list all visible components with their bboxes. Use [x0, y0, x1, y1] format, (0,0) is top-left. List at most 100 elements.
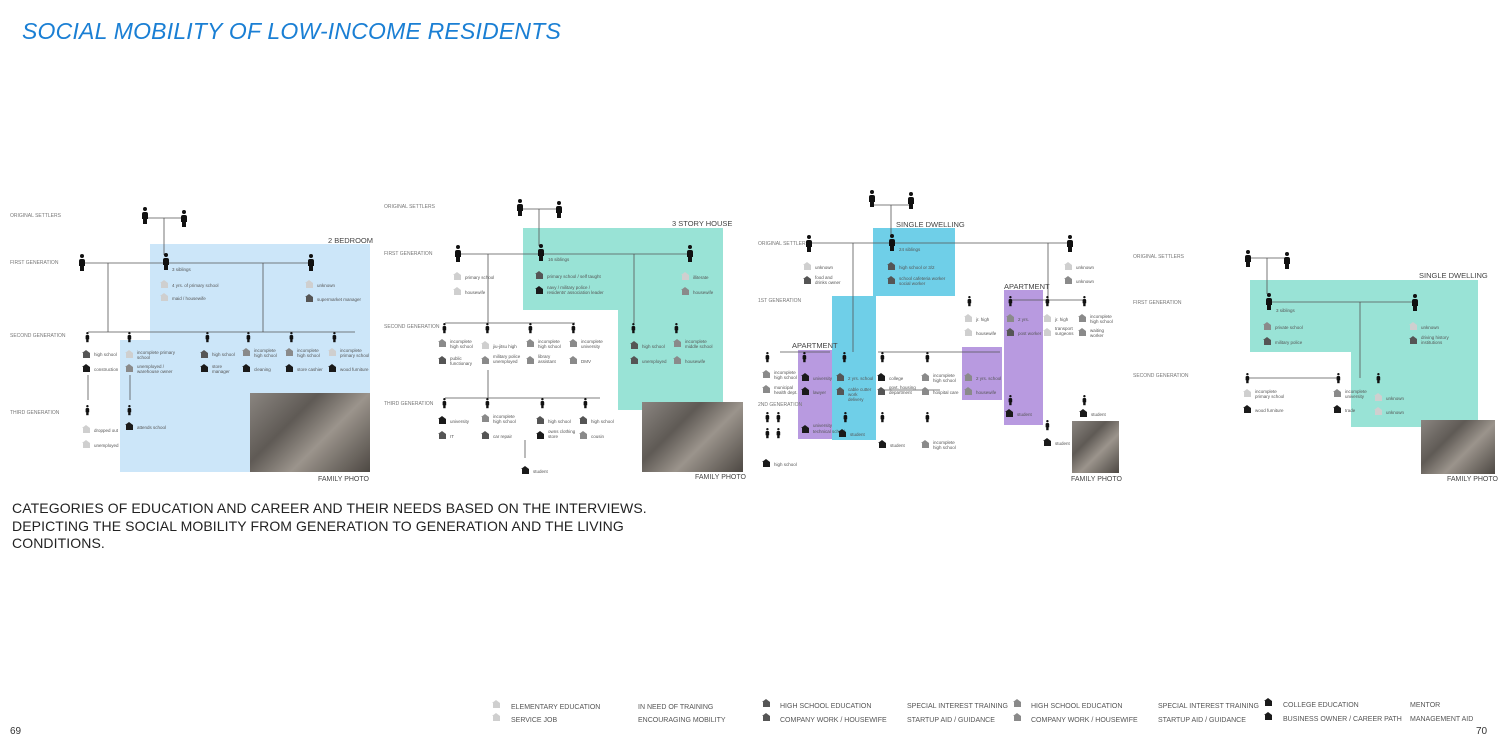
- person-info: supermarket manager: [317, 297, 362, 302]
- family-photo-caption: FAMILY PHOTO: [695, 474, 746, 481]
- school-icon: [1243, 389, 1252, 397]
- person-icon: [162, 253, 170, 271]
- gen-label-first: FIRST GENERATION: [1133, 300, 1182, 306]
- school-icon: [536, 416, 545, 424]
- job-icon: [481, 431, 490, 439]
- job-icon: [82, 440, 91, 448]
- person-info: IT: [450, 434, 454, 439]
- job-icon: [535, 286, 544, 294]
- person-icon: [1045, 420, 1050, 431]
- legend-need: SPECIAL INTEREST TRAINING: [907, 703, 1009, 710]
- gen-label-first: 1st GENERATION: [758, 298, 802, 304]
- job-icon: [536, 431, 545, 439]
- person-icon: [880, 412, 885, 423]
- company-work-icon: [1013, 713, 1022, 721]
- person-info: high school: [774, 462, 797, 467]
- person-info: high school: [591, 419, 614, 424]
- person-icon: [1082, 296, 1087, 307]
- person-info: incomplete high school: [774, 370, 797, 380]
- person-icon: [485, 398, 490, 409]
- person-info: incomplete high school: [933, 440, 956, 450]
- school-icon: [569, 339, 578, 347]
- person-icon: [880, 352, 885, 363]
- school-icon: [838, 429, 847, 437]
- job-icon: [453, 287, 462, 295]
- family-photo-caption: FAMILY PHOTO: [1447, 476, 1498, 483]
- person-info: housewife: [976, 390, 997, 395]
- school-icon: [964, 314, 973, 322]
- job-icon: [1333, 405, 1342, 413]
- person-icon: [1265, 293, 1273, 311]
- person-info: student: [533, 469, 548, 474]
- housing-label: SINGLE DWELLING: [896, 220, 965, 229]
- person-info: library assistant: [538, 354, 556, 364]
- diagram-caption: CATEGORIES OF EDUCATION AND CAREER AND T…: [12, 500, 647, 551]
- person-info: illiterate: [693, 275, 709, 280]
- person-info: primary school: [465, 275, 495, 280]
- person-info: technical school: [813, 429, 846, 434]
- person-info: wood furniture: [340, 367, 369, 372]
- job-icon: [569, 356, 578, 364]
- person-icon: [674, 323, 679, 334]
- person-info: incomplete high school: [1090, 314, 1113, 324]
- legend-label: COMPANY WORK / HOUSEWIFE: [780, 717, 887, 724]
- person-icon: [843, 412, 848, 423]
- person-info: govt. housing department: [889, 385, 916, 395]
- person-icon: [246, 332, 251, 343]
- person-info: college: [889, 376, 904, 381]
- person-icon: [842, 352, 847, 363]
- job-icon: [762, 385, 771, 393]
- business-owner-icon: [1264, 712, 1273, 720]
- person-icon: [776, 428, 781, 439]
- housing-area-single-dwelling-ext: [832, 296, 876, 440]
- person-icon: [205, 332, 210, 343]
- gen-label-first: FIRST GENERATION: [10, 260, 59, 266]
- person-icon: [1336, 373, 1341, 384]
- person-icon: [85, 332, 90, 343]
- person-info: housewife: [976, 331, 997, 336]
- person-info: incomplete primary school: [1255, 389, 1285, 399]
- school-icon: [1005, 409, 1014, 417]
- person-info: 2 yrs.: [1018, 317, 1030, 322]
- person-icon: [1411, 294, 1419, 312]
- job-icon: [1043, 328, 1052, 336]
- legend-need: STARTUP AID / GUIDANCE: [1158, 717, 1246, 724]
- legend-need: MANAGEMENT AID: [1410, 716, 1474, 723]
- person-info: military police unemployed: [493, 354, 521, 364]
- person-icon: [765, 428, 770, 439]
- job-icon: [1263, 337, 1272, 345]
- legend-label: ELEMENTARY EDUCATION: [511, 704, 601, 711]
- legend-label: HIGH SCHOOL EDUCATION: [1031, 703, 1123, 710]
- person-info: unknown: [1421, 325, 1440, 330]
- person-info: transport surgeons: [1055, 326, 1074, 336]
- gen-label-original: ORIGINAL SETTLERS: [384, 204, 435, 210]
- person-info: housewife: [685, 359, 706, 364]
- person-info: incomplete primary school: [340, 348, 370, 358]
- job-icon: [1006, 328, 1015, 336]
- person-info: unemployed / warehouse owner: [137, 364, 173, 374]
- person-info: student: [1091, 412, 1106, 417]
- person-info: incomplete high school: [933, 373, 956, 383]
- high-school-icon: [1013, 699, 1022, 707]
- person-info: wood furniture: [1255, 408, 1284, 413]
- family-photo: [1421, 420, 1495, 474]
- person-info: cleaning: [254, 367, 271, 372]
- legend-label: SERVICE JOB: [511, 717, 558, 724]
- school-icon: [681, 272, 690, 280]
- person-info: attends school: [137, 425, 167, 430]
- page-title: SOCIAL MOBILITY OF LOW-INCOME RESIDENTS: [22, 18, 562, 44]
- job-icon: [200, 364, 209, 372]
- person-info: unknown: [1386, 396, 1405, 401]
- person-icon: [1066, 235, 1074, 253]
- person-info: 24 siblings: [899, 247, 921, 252]
- person-icon: [571, 323, 576, 334]
- person-info: housewife: [693, 290, 714, 295]
- person-info: student: [890, 443, 905, 448]
- person-icon: [925, 352, 930, 363]
- job-icon: [887, 276, 896, 284]
- person-info: jr. high: [976, 317, 990, 322]
- school-icon: [1374, 393, 1383, 401]
- school-icon: [535, 271, 544, 279]
- person-info: school cafeteria worker social worker: [899, 276, 946, 286]
